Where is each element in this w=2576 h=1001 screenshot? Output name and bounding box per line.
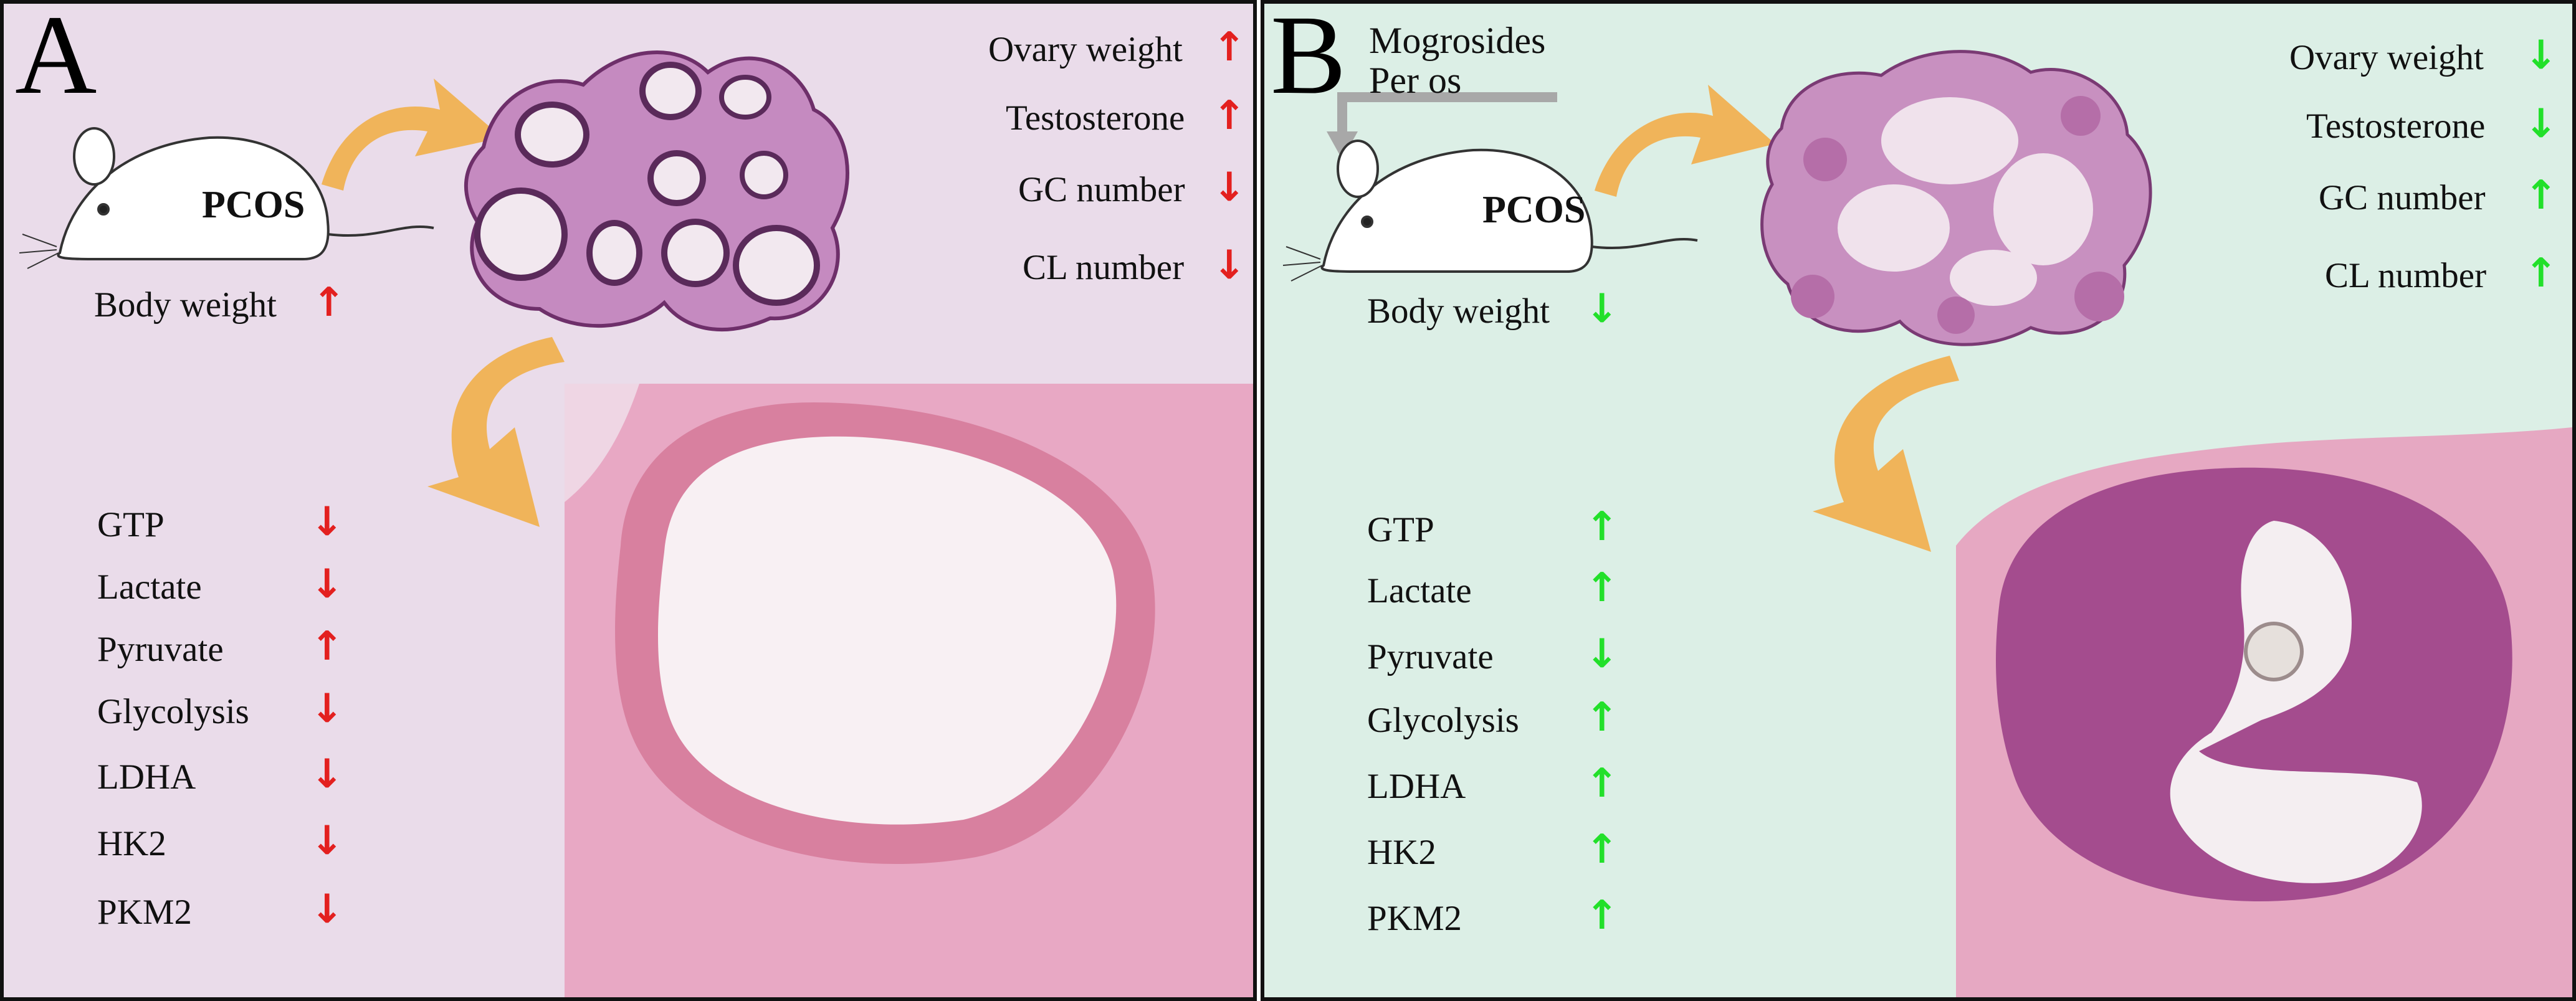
metabolite-arrow-icon: ↑: [1585, 504, 1619, 550]
metabolite-arrow-icon: ↓: [1585, 631, 1619, 677]
marker-arrow-icon: ↓: [2524, 101, 2558, 147]
marker-arrow-icon: ↑: [2524, 173, 2558, 219]
mouse-illustration: [19, 127, 434, 269]
marker-testosterone: Testosterone: [1006, 98, 1185, 138]
metabolite-lactate: Lactate: [1367, 571, 1472, 610]
treatment-arrow-icon: [1337, 92, 1557, 135]
marker-testosterone: Testosterone: [2306, 107, 2486, 146]
marker-arrow-icon: ↑: [1213, 24, 1246, 70]
ovary-section-treated: [1760, 50, 2152, 346]
metabolite-arrow-icon: ↓: [310, 499, 344, 545]
treatment-name: Mogrosides: [1369, 20, 1546, 61]
panel-label: B: [1271, 0, 1347, 118]
metabolite-arrow-icon: ↓: [310, 686, 344, 732]
body-weight-label: Body weight: [94, 285, 277, 325]
marker-gc-number: GC number: [1018, 170, 1185, 209]
metabolite-hk2: HK2: [1367, 833, 1436, 872]
curved-arrow-2: [427, 337, 565, 527]
marker-cl-number: CL number: [1023, 248, 1185, 287]
marker-arrow-icon: ↓: [2524, 32, 2558, 78]
metabolite-glycolysis: Glycolysis: [1367, 701, 1519, 740]
curved-arrow-2: [1813, 356, 1959, 552]
curved-arrow-1: [1595, 85, 1775, 197]
marker-ovary-weight: Ovary weight: [2289, 38, 2484, 77]
metabolite-pkm2: PKM2: [1367, 899, 1462, 938]
metabolite-arrow-icon: ↓: [310, 886, 344, 932]
follicle-micrograph-treated: [1956, 427, 2572, 997]
marker-arrow-icon: ↓: [1213, 164, 1246, 211]
marker-arrow-icon: ↑: [1213, 93, 1246, 139]
panel-b-illustrations: [1282, 50, 2572, 997]
metabolite-arrow-icon: ↑: [1585, 761, 1619, 807]
metabolite-pkm2: PKM2: [97, 893, 193, 932]
metabolite-arrow-icon: ↑: [1585, 893, 1619, 939]
metabolite-lactate: Lactate: [97, 567, 202, 607]
marker-arrow-icon: ↓: [1213, 242, 1246, 288]
curved-arrow-1: [322, 78, 502, 191]
metabolite-ldha: LDHA: [1367, 767, 1466, 806]
panel-b: B Mogrosides Per os PCOS Body weight ↓ O…: [1261, 0, 2576, 1001]
metabolite-pyruvate: Pyruvate: [97, 630, 224, 669]
mouse-illustration: [1282, 140, 1698, 282]
metabolite-arrow-icon: ↓: [310, 561, 344, 607]
panel-label: A: [15, 0, 97, 118]
ovary-section-pcos: [464, 50, 849, 331]
panel-a: A PCOS Body weight ↑ Ovary weight ↑ Test…: [0, 0, 1257, 1001]
metabolite-arrow-icon: ↑: [1585, 827, 1619, 873]
mouse-label: PCOS: [1482, 189, 1586, 231]
metabolite-gtp: GTP: [97, 505, 165, 544]
metabolite-arrow-icon: ↑: [1585, 695, 1619, 741]
metabolite-arrow-icon: ↑: [310, 624, 344, 670]
treatment-route: Per os: [1369, 60, 1462, 101]
metabolite-hk2: HK2: [97, 824, 166, 863]
metabolite-arrow-icon: ↓: [310, 751, 344, 797]
body-weight-label: Body weight: [1367, 292, 1550, 331]
marker-arrow-icon: ↑: [2524, 250, 2558, 297]
body-weight-arrow-icon: ↑: [312, 280, 346, 326]
body-weight-arrow-icon: ↓: [1585, 286, 1619, 332]
panel-a-illustrations: [19, 50, 1253, 997]
marker-ovary-weight: Ovary weight: [988, 30, 1183, 69]
marker-cl-number: CL number: [2325, 256, 2487, 295]
follicle-micrograph-pcos: [565, 384, 1253, 997]
metabolite-arrow-icon: ↑: [1585, 565, 1619, 611]
metabolite-glycolysis: Glycolysis: [97, 692, 249, 731]
metabolite-arrow-icon: ↓: [310, 818, 344, 864]
metabolite-gtp: GTP: [1367, 510, 1434, 549]
marker-gc-number: GC number: [2319, 178, 2486, 217]
mouse-label: PCOS: [202, 184, 305, 226]
metabolite-pyruvate: Pyruvate: [1367, 637, 1494, 676]
metabolite-ldha: LDHA: [97, 757, 196, 797]
